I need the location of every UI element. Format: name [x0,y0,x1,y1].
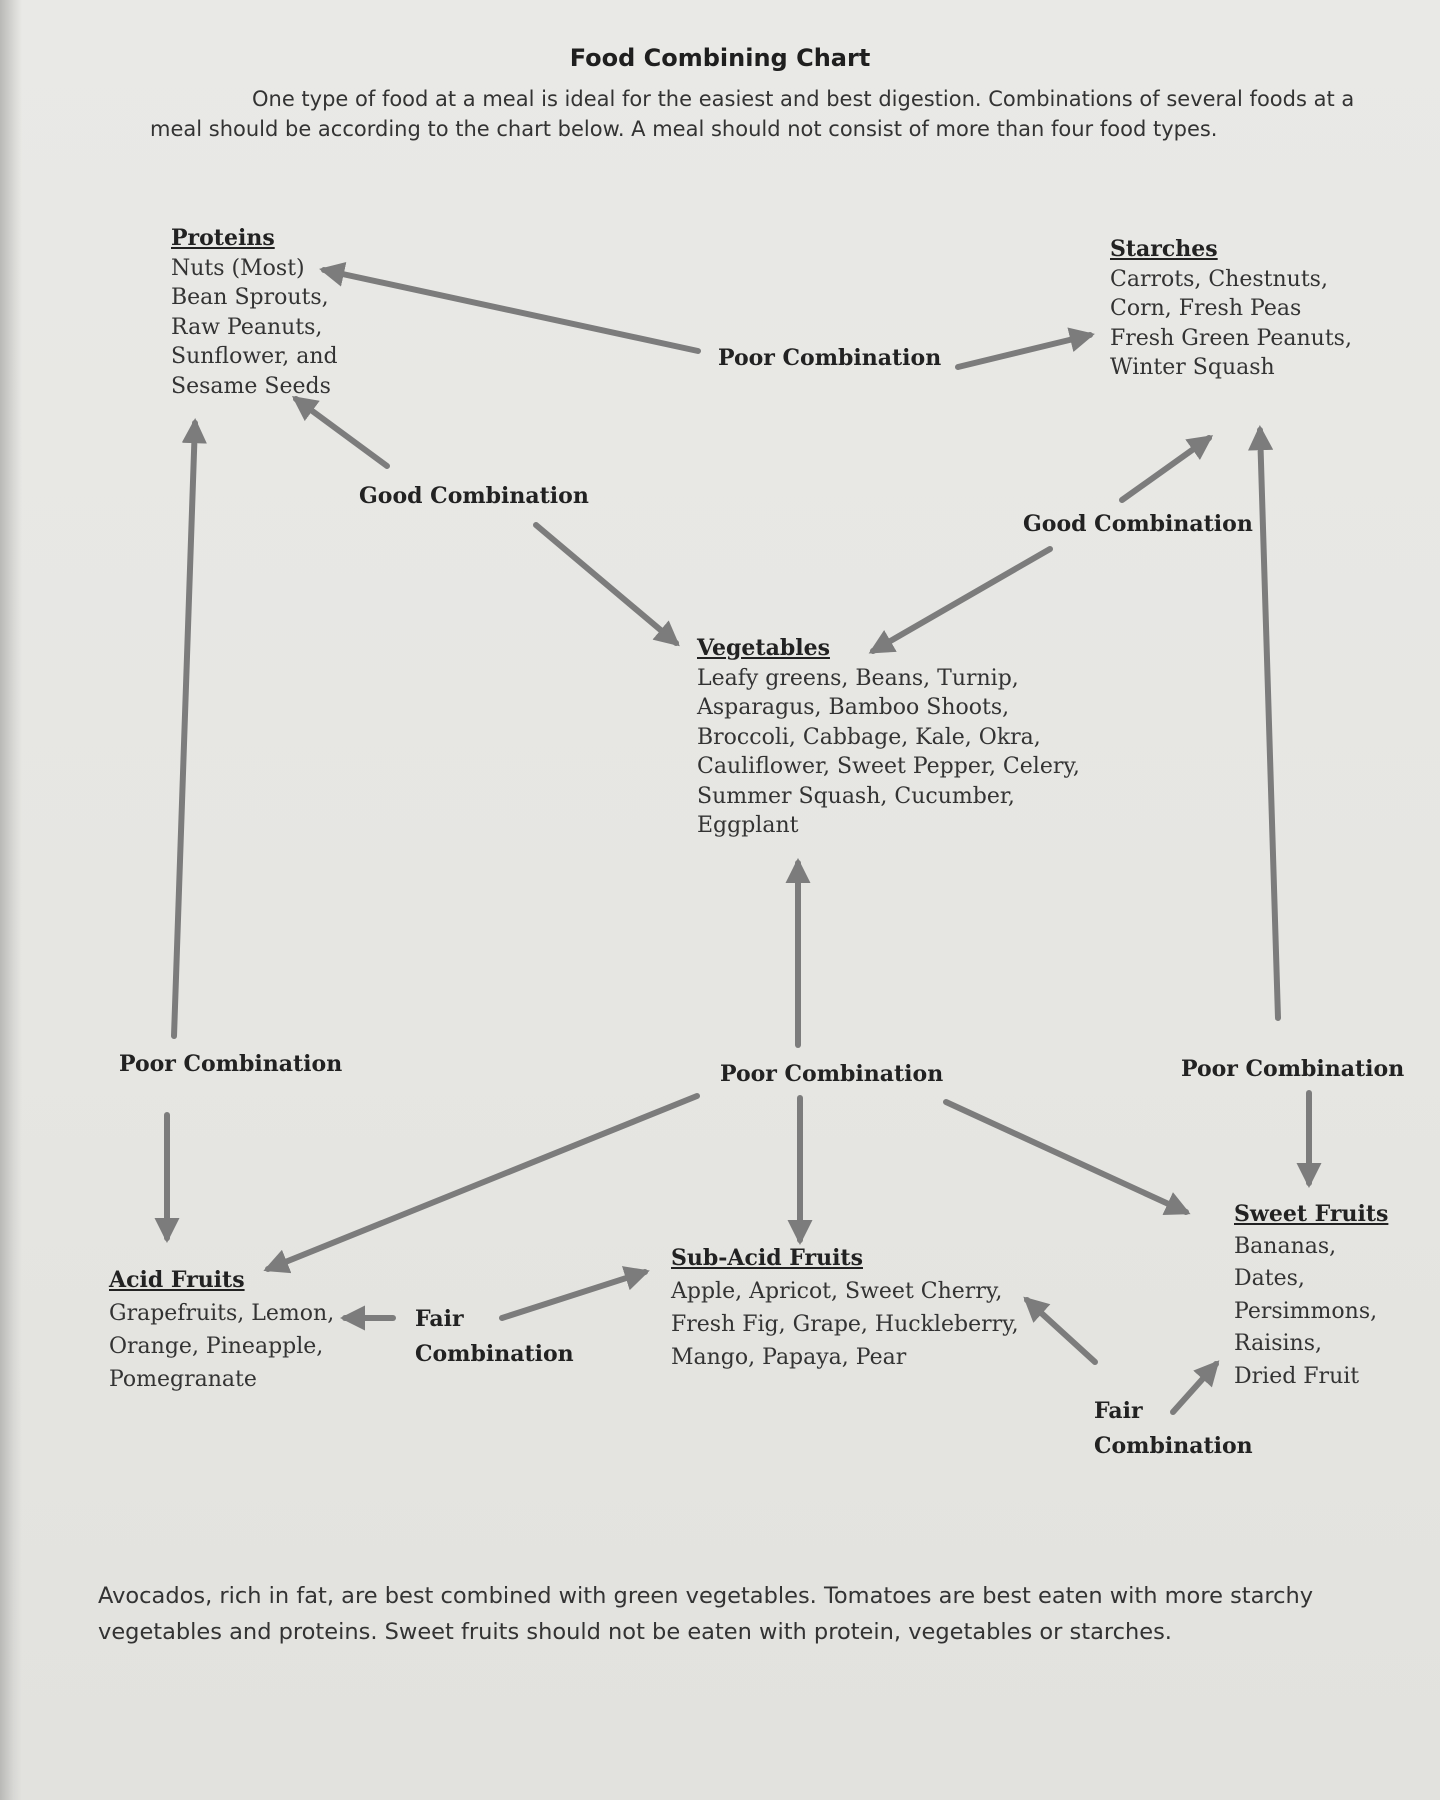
arrow-poor-to-starches [955,327,1095,370]
group-sweet-fruits-item: Raisins, [1234,1331,1322,1356]
label-poor-combination-right: Poor Combination [1181,1056,1405,1082]
group-vegetables-item: Summer Squash, Cucumber, [697,783,1015,809]
group-starches-item: Corn, Fresh Peas [1110,296,1302,321]
page-edge-shadow [0,0,22,1800]
arrow-good-to-proteins [291,396,390,469]
group-sweet-fruits-item: Bananas, [1234,1233,1337,1259]
label-fair-combination-right: Fair Combination [1094,1394,1253,1464]
label-combination-word: Combination [1094,1433,1253,1459]
arrow-good-to-vegetables-left [533,522,680,647]
label-poor-combination-left: Poor Combination [119,1051,343,1077]
group-starches-item: Winter Squash [1110,355,1275,380]
label-good-combination-right: Good Combination [1023,511,1253,537]
group-sweet-fruits-item: Persimmons, [1234,1298,1378,1324]
group-proteins: Proteins Nuts (Most) Bean Sprouts, Raw P… [171,224,338,401]
arrow-poor-center-to-sweet-fruits [943,1099,1191,1216]
arrow-good-to-starches [1119,435,1214,503]
page-title: Food Combining Chart [569,44,871,72]
group-sub-acid-fruits-item: Fresh Fig, Grape, Huckleberry, [671,1312,1019,1337]
label-fair-word: Fair [415,1306,464,1332]
arrow-poor-left-to-proteins [171,417,207,1039]
arrow-good-to-vegetables-right [868,546,1053,654]
group-proteins-heading: Proteins [171,225,275,251]
group-vegetables-item: Broccoli, Cabbage, Kale, Okra, [697,724,1041,750]
group-vegetables-item: Asparagus, Bamboo Shoots, [697,695,1010,720]
arrow-poor-to-proteins [319,261,701,354]
label-combination-word: Combination [415,1341,574,1367]
group-proteins-item: Sunflower, and [171,344,338,369]
group-vegetables-item: Cauliflower, Sweet Pepper, Celery, [697,754,1080,779]
group-starches-heading: Starches [1110,236,1218,262]
group-proteins-item: Bean Sprouts, [171,285,329,310]
group-sub-acid-fruits: Sub-Acid Fruits Apple, Apricot, Sweet Ch… [671,1242,1019,1374]
group-vegetables-item: Eggplant [697,813,799,838]
intro-paragraph: One type of food at a meal is ideal for … [150,87,1355,141]
group-sub-acid-fruits-heading: Sub-Acid Fruits [671,1245,863,1271]
group-acid-fruits-item: Grapefruits, Lemon, [109,1301,335,1326]
label-fair-word: Fair [1094,1398,1143,1424]
group-proteins-item: Nuts (Most) [171,255,305,281]
arrow-poor-center-to-acid-fruits [263,1093,700,1274]
arrow-fair-to-sub-acid-fruits [499,1266,650,1321]
group-acid-fruits-item: Pomegranate [109,1367,257,1392]
label-poor-combination-center: Poor Combination [720,1061,944,1087]
group-sweet-fruits: Sweet Fruits Bananas, Dates, Persimmons,… [1234,1198,1388,1393]
group-sub-acid-fruits-item: Apple, Apricot, Sweet Cherry, [671,1279,1003,1304]
group-sub-acid-fruits-item: Mango, Papaya, Pear [671,1345,907,1370]
group-proteins-item: Raw Peanuts, [171,314,323,340]
label-good-combination-left: Good Combination [359,483,589,509]
group-starches-item: Fresh Green Peanuts, [1110,325,1352,351]
arrow-fair-to-sub-acid-fruits-right [1023,1296,1098,1365]
group-acid-fruits-item: Orange, Pineapple, [109,1334,324,1359]
group-vegetables-heading: Vegetables [697,635,830,661]
group-proteins-item: Sesame Seeds [171,373,331,399]
group-acid-fruits-heading: Acid Fruits [109,1267,245,1293]
group-sweet-fruits-item: Dates, [1234,1266,1305,1291]
group-sweet-fruits-heading: Sweet Fruits [1234,1201,1389,1227]
footnote-paragraph: Avocados, rich in fat, are best combined… [98,1583,1314,1645]
group-sweet-fruits-item: Dried Fruit [1234,1363,1360,1389]
group-starches-item: Carrots, Chestnuts, [1110,266,1328,292]
arrow-poor-right-to-starches [1248,424,1281,1021]
group-starches: Starches Carrots, Chestnuts, Corn, Fresh… [1110,235,1352,383]
arrow-fair-to-sweet-fruits [1170,1360,1220,1415]
group-vegetables: Vegetables Leafy greens, Beans, Turnip, … [697,634,1080,841]
label-poor-combination-top: Poor Combination [718,345,942,371]
group-vegetables-item: Leafy greens, Beans, Turnip, [697,665,1019,691]
group-acid-fruits: Acid Fruits Grapefruits, Lemon, Orange, … [109,1264,334,1396]
label-fair-combination-left: Fair Combination [415,1302,574,1372]
